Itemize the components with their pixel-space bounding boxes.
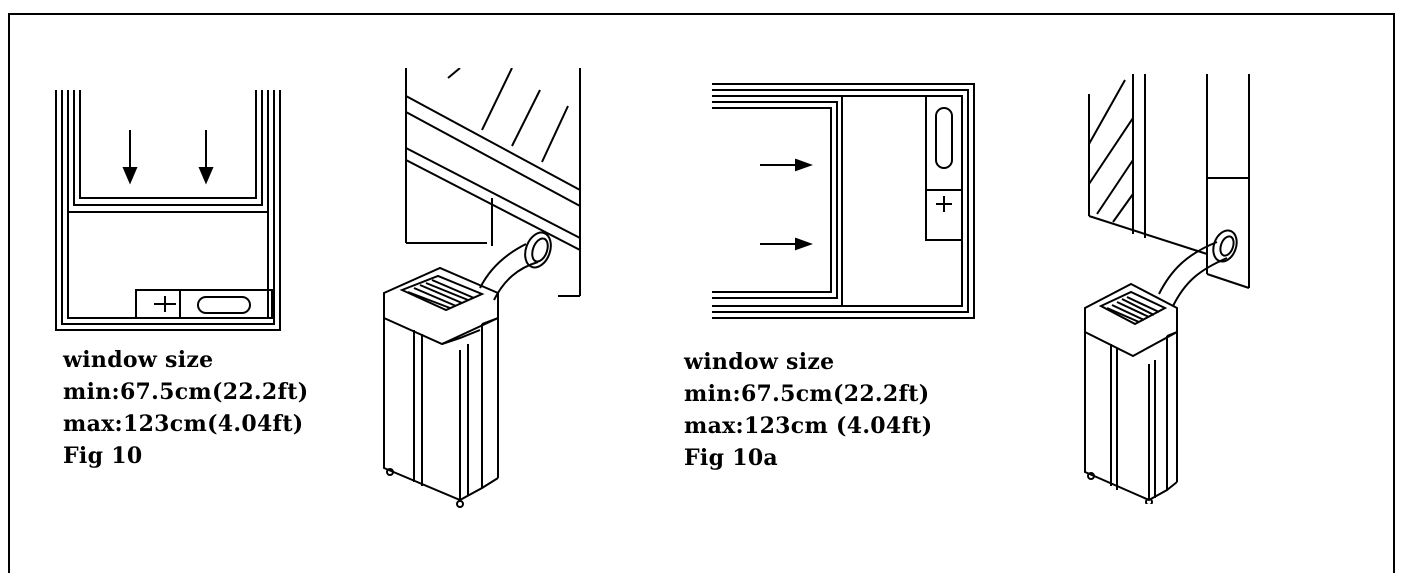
- portable-ac-illustration: [383, 68, 581, 508]
- down-arrow-icon: [122, 130, 138, 185]
- min-size-label: min:67.5cm(22.2ft): [63, 379, 309, 405]
- fig-label: Fig 10a: [684, 445, 778, 471]
- right-arrow-icon: [760, 237, 813, 251]
- page-frame: [8, 13, 1395, 573]
- horizontal-window-diagram: [712, 83, 975, 319]
- window-size-label: window size: [684, 349, 835, 375]
- max-size-label: max:123cm(4.04ft): [63, 411, 304, 437]
- down-arrow-icon: [198, 130, 214, 185]
- min-size-label: min:67.5cm(22.2ft): [684, 381, 930, 407]
- right-arrow-icon: [760, 158, 813, 172]
- max-size-label: max:123cm (4.04ft): [684, 413, 933, 439]
- vertical-window-diagram: [55, 90, 281, 331]
- portable-ac-illustration: [1084, 74, 1250, 504]
- fig10-caption: window size min:67.5cm(22.2ft) max:123cm…: [63, 344, 308, 472]
- fig10a-caption: window size min:67.5cm(22.2ft) max:123cm…: [684, 346, 932, 474]
- window-size-label: window size: [63, 347, 214, 373]
- fig-label: Fig 10: [63, 443, 143, 469]
